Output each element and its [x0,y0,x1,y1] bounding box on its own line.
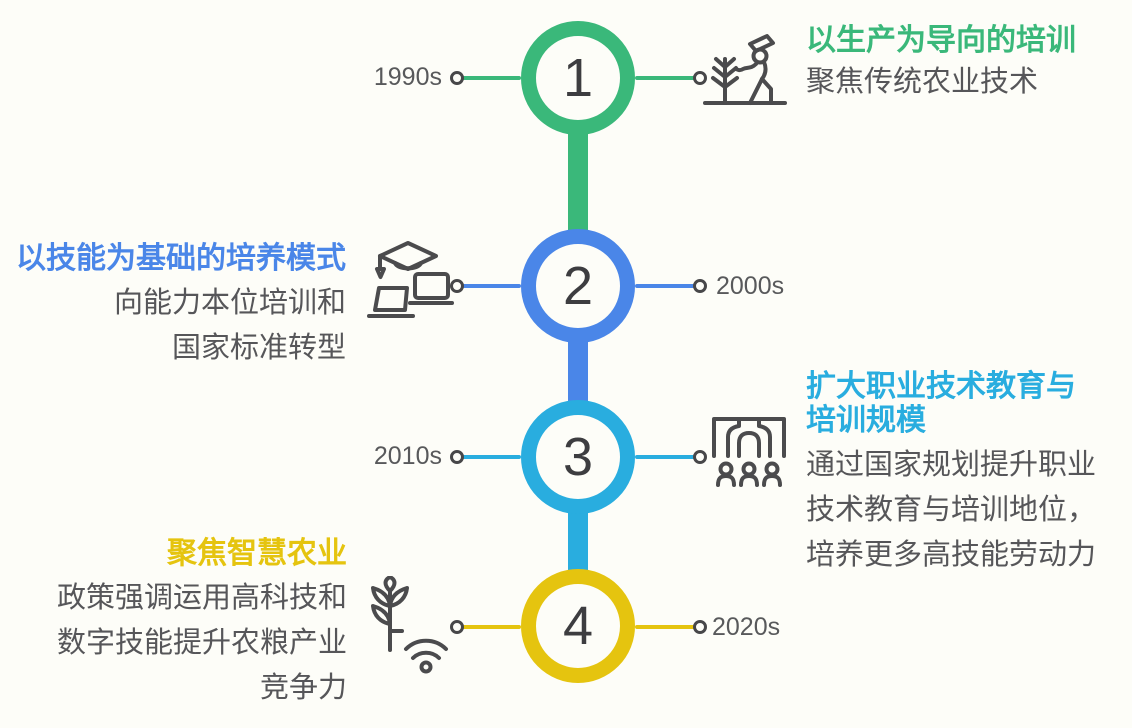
milestone-1-circle: 1 [521,21,635,135]
milestone-3-connector-right [635,455,695,459]
milestone-4-circle: 4 [521,569,635,683]
milestone-2-connector-right [635,284,695,288]
milestone-4-number: 4 [562,596,594,656]
milestone-1-description: 聚焦传统农业技术 [806,66,1039,98]
milestone-3-title: 扩大职业技术教育与 培训规模 [806,370,1076,437]
milestone-2-endpoint-dot-right [693,278,707,293]
milestone-2-description: 向能力本位培训和 国家标准转型 [113,287,346,364]
milestone-4-connector-left [461,625,521,629]
milestone-2-number: 2 [562,256,594,316]
milestone-4-title: 聚焦智慧农业 [167,537,347,570]
milestone-3-text-block: 扩大职业技术教育与 培训规模 通过国家规划提升职业 技术教育与培训地位， 培养更… [806,370,1132,578]
milestone-2-connector-left [461,284,521,288]
farmer-planting-icon [701,31,789,113]
milestone-1-endpoint-dot-right [693,70,707,85]
milestone-3-description: 通过国家规划提升职业 技术教育与培训地位， 培养更多高技能劳动力 [806,449,1097,571]
milestone-1-connector-right [635,76,695,80]
milestone-3-number: 3 [562,427,594,487]
milestone-3-circle: 3 [521,400,635,514]
milestone-4-text-block: 聚焦智慧农业 政策强调运用高科技和 数字技能提升农粮产业 竞争力 [0,537,347,711]
milestone-4-era-label: 2020s [712,613,781,641]
milestone-1-era-label: 1990s [373,63,442,91]
milestone-1-text-block: 以生产为导向的培训 聚焦传统农业技术 [806,24,1132,102]
milestone-3-connector-left [461,455,521,459]
milestone-1-title: 以生产为导向的培训 [806,24,1076,57]
training-institution-audience-icon [707,410,791,490]
milestone-2-era-label: 2000s [716,272,785,300]
milestone-3-endpoint-dot-left [450,449,464,464]
milestone-2-circle: 2 [521,229,635,343]
milestone-1-number: 1 [562,48,594,108]
milestone-2-text-block: 以技能为基础的培养模式 向能力本位培训和 国家标准转型 [4,242,346,371]
milestone-2-title: 以技能为基础的培养模式 [16,242,346,275]
milestone-3-era-label: 2010s [373,442,442,470]
milestone-1-endpoint-dot-left [450,70,464,85]
graduation-cap-laptops-icon [362,240,454,324]
milestone-4-endpoint-dot-left [450,619,464,634]
smart-agriculture-wheat-wifi-icon [361,576,459,674]
milestone-4-description: 政策强调运用高科技和 数字技能提升农粮产业 竞争力 [56,582,347,704]
milestone-2-endpoint-dot-left [450,278,464,293]
milestone-1-connector-left [461,76,521,80]
milestone-3-endpoint-dot-right [693,449,707,464]
milestone-4-connector-right [635,625,695,629]
milestone-4-endpoint-dot-right [693,619,707,634]
